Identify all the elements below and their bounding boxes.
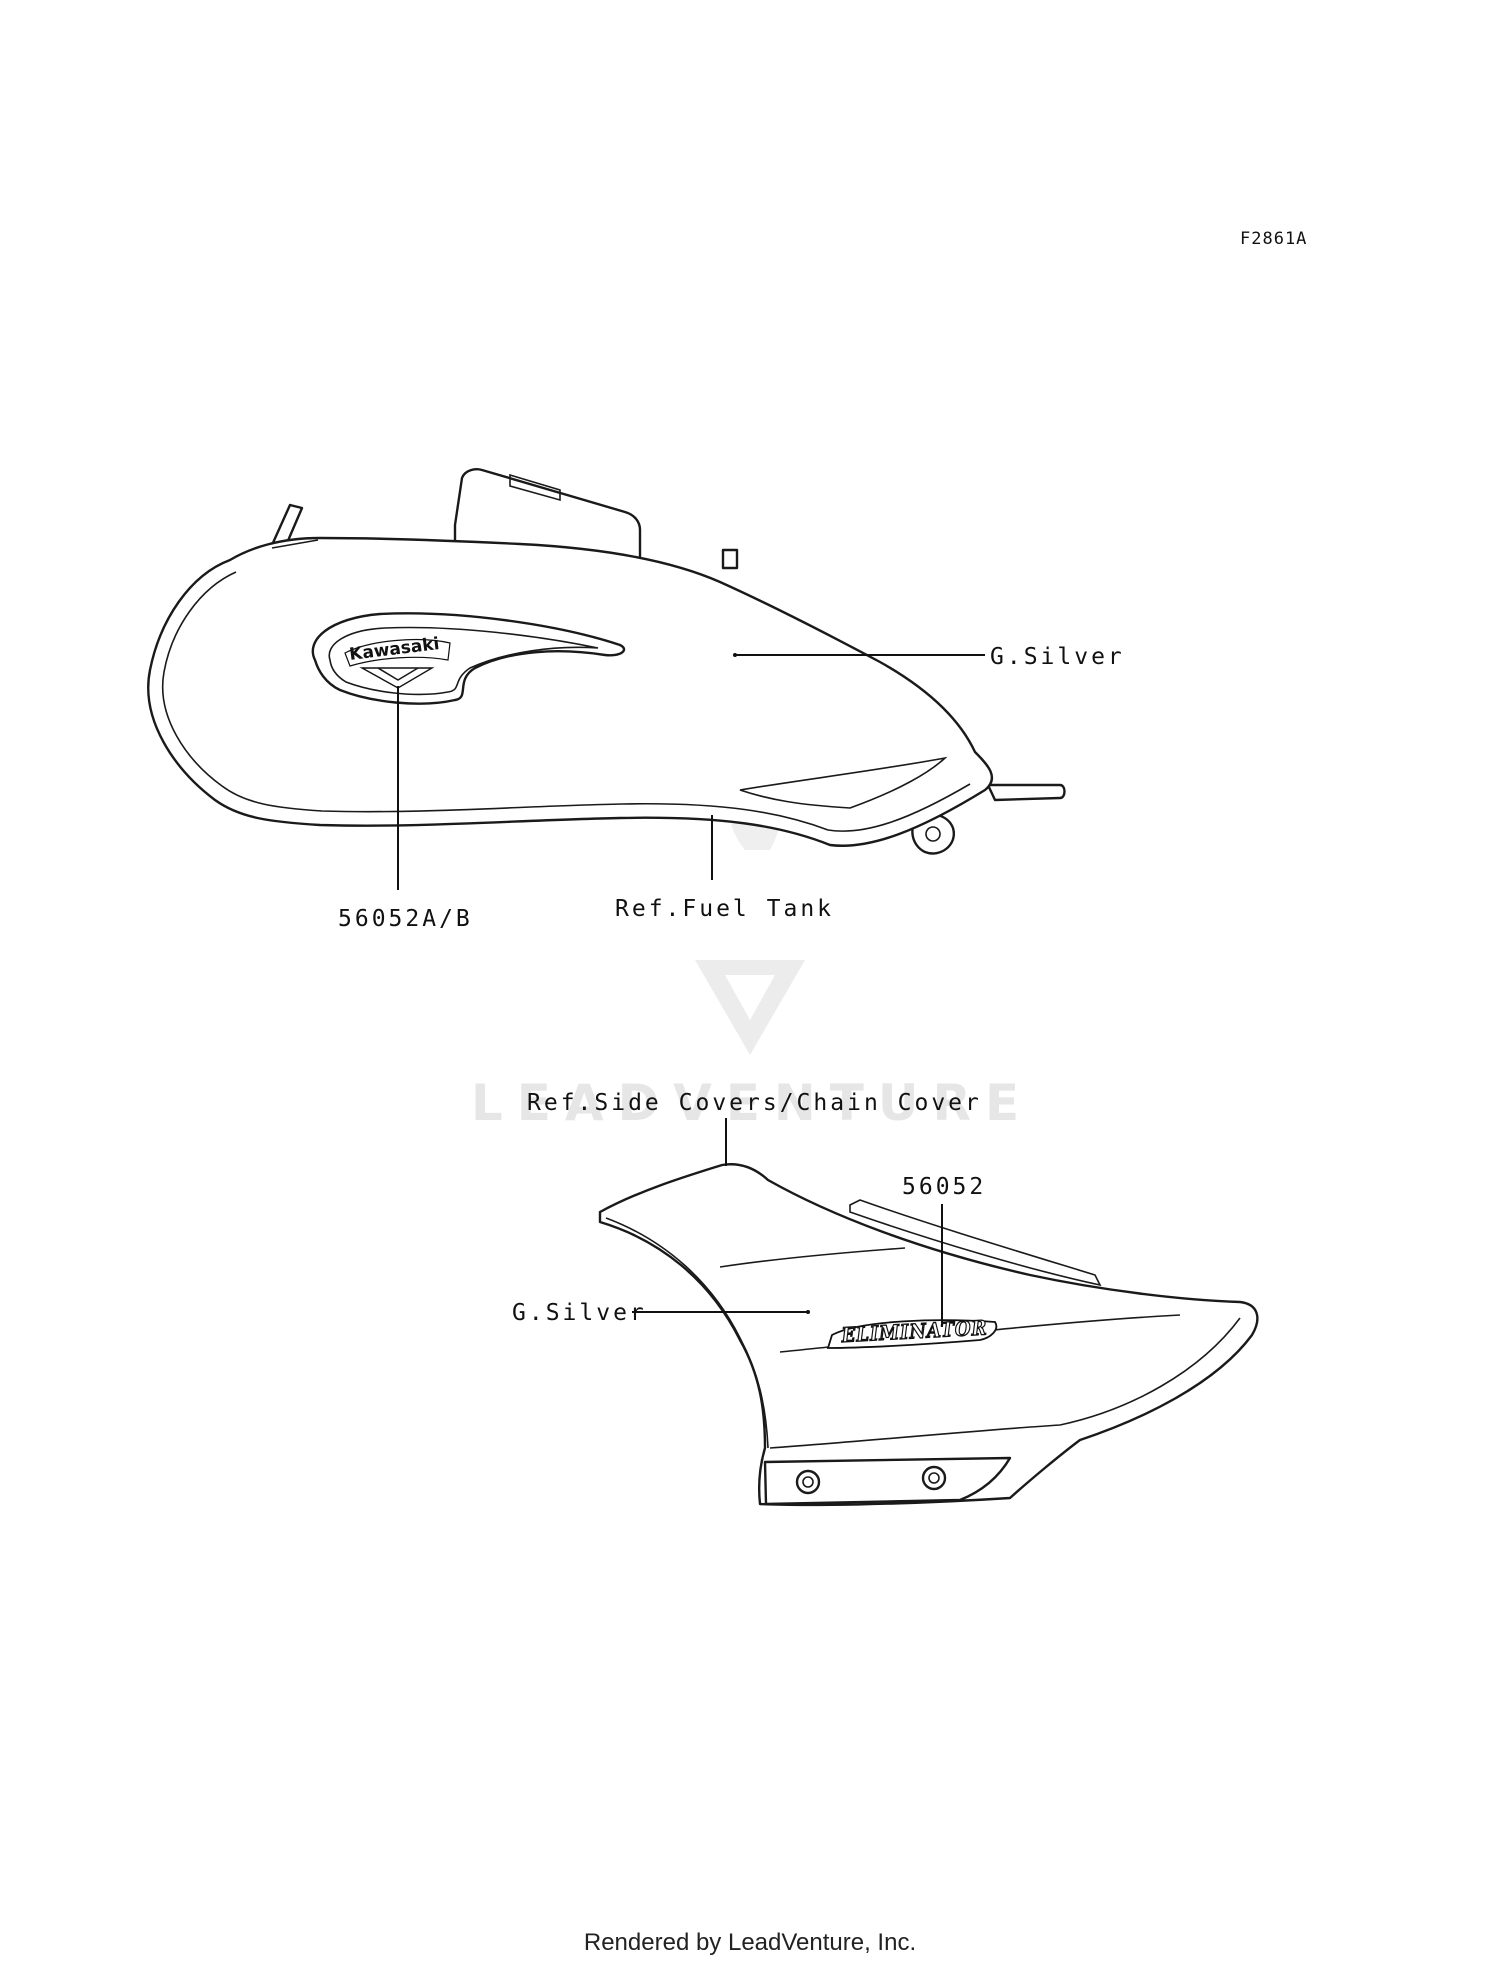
tank-mount-hole xyxy=(925,826,941,842)
side-cover-grommet-2 xyxy=(921,1465,947,1491)
footer-credit: Rendered by LeadVenture, Inc. xyxy=(584,1929,916,1956)
side-cover-grommet-1 xyxy=(795,1469,821,1495)
fuel-tank-drawing: Kawasaki xyxy=(147,468,1066,855)
side-cover-top-flange xyxy=(849,1199,1102,1287)
kawasaki-tank-emblem: Kawasaki xyxy=(311,612,626,705)
tank-cap-detail xyxy=(509,473,561,502)
emblem-inner-outline xyxy=(328,626,599,696)
fuel-tank-lower-panel xyxy=(739,756,948,809)
fuel-tank-callouts: G.Silver 56052A/B Ref.Fuel Tank xyxy=(338,644,1125,932)
side-cover-front-trim xyxy=(605,1217,769,1449)
fuel-tank-ref-label: Ref.Fuel Tank xyxy=(615,896,834,922)
watermark-chevron-icon xyxy=(695,960,805,1055)
emblem-chevron-icon xyxy=(359,667,435,689)
emblem-chevron-inner xyxy=(377,667,419,681)
side-cover-color-leader-dot xyxy=(806,1310,810,1314)
fuel-tank-body xyxy=(147,536,994,847)
emblem-part-label: 56052A/B xyxy=(338,906,473,932)
tank-vent-tab xyxy=(721,548,739,570)
side-cover-drawing: ELIMINATOR xyxy=(598,1163,1259,1507)
side-cover-part-label: 56052 xyxy=(902,1174,986,1200)
tank-front-tab xyxy=(986,783,1066,802)
side-cover-grommet-2-hole xyxy=(928,1472,940,1484)
side-cover-grommet-1-hole xyxy=(802,1476,814,1488)
side-cover-callouts: Ref.Side Covers/Chain Cover 56052 G.Silv… xyxy=(512,1090,986,1327)
decal-outline xyxy=(826,1319,998,1349)
tank-seam xyxy=(271,539,319,549)
side-cover-upper-line xyxy=(719,1247,906,1268)
emblem-wordmark-banner xyxy=(344,639,451,667)
side-cover-lower-trim xyxy=(769,1317,1241,1449)
side-cover-ref-label: Ref.Side Covers/Chain Cover xyxy=(527,1090,982,1116)
side-cover-color-label: G.Silver xyxy=(512,1300,647,1326)
tank-color-label: G.Silver xyxy=(990,644,1125,670)
tank-color-leader-dot xyxy=(733,653,737,657)
side-cover-bracket xyxy=(763,1456,1012,1506)
watermark-text: LEADVENTURE xyxy=(471,1074,1033,1132)
figure-code: F2861A xyxy=(1240,229,1307,249)
tank-cap-housing xyxy=(453,468,642,562)
